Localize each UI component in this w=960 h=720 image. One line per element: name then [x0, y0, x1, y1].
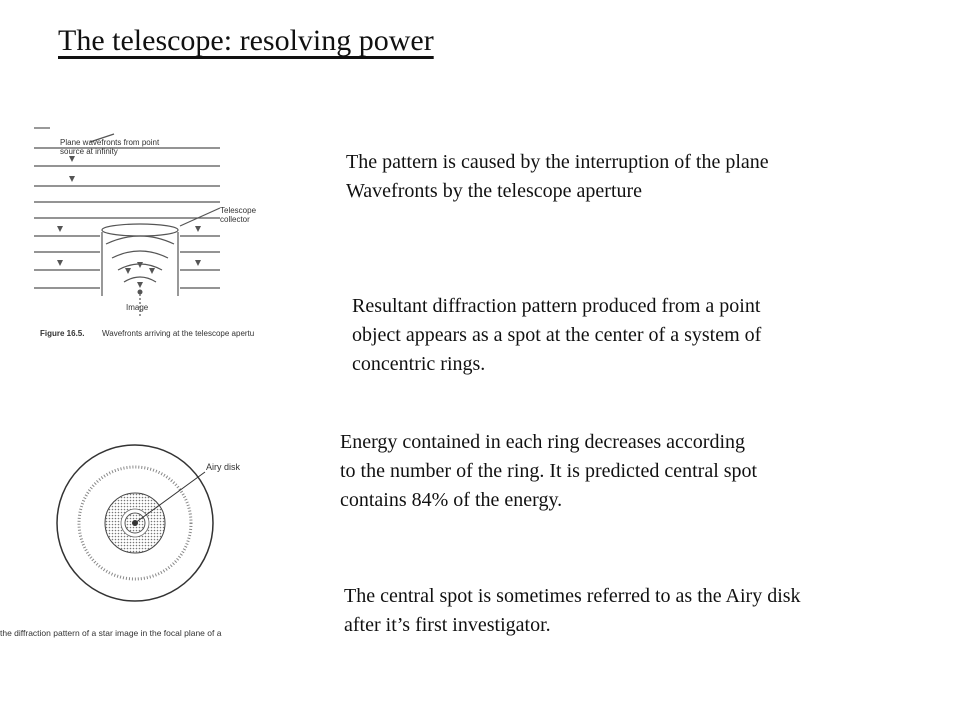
collector-label-line1: Telescope [220, 206, 257, 215]
wavefront-label-line2: source at infinity [60, 147, 118, 156]
paragraph-line: after it’s first investigator. [344, 614, 551, 636]
collector-label-line2: collector [220, 215, 250, 224]
paragraph-line: contains 84% of the energy. [340, 489, 563, 511]
paragraph-line: to the number of the ring. It is predict… [340, 460, 758, 482]
airy-disk-label: Airy disk [206, 462, 241, 472]
paragraph-diffraction-pattern: Resultant diffraction pattern produced f… [352, 292, 761, 379]
figure2-caption: the diffraction pattern of a star image … [0, 628, 222, 638]
paragraph-airy-disk: The central spot is sometimes referred t… [344, 582, 801, 640]
wavefront-label-line1: Plane wavefronts from point [60, 138, 160, 147]
paragraph-line: The central spot is sometimes referred t… [344, 585, 801, 607]
paragraph-line: Resultant diffraction pattern produced f… [352, 295, 761, 317]
paragraph-line: The pattern is caused by the interruptio… [346, 151, 769, 173]
paragraph-wavefront-interruption: The pattern is caused by the interruptio… [346, 148, 769, 206]
paragraph-line: Energy contained in each ring decreases … [340, 431, 745, 453]
slide-title: The telescope: resolving power [58, 24, 434, 57]
paragraph-ring-energy: Energy contained in each ring decreases … [340, 428, 757, 515]
image-label: Image [126, 303, 149, 312]
paragraph-line: object appears as a spot at the center o… [352, 324, 762, 346]
figure1-caption-text: Wavefronts arriving at the telescope ape… [102, 329, 254, 338]
paragraph-line: Wavefronts by the telescope aperture [346, 180, 643, 202]
airy-pattern-figure: Airy disk the diffraction pattern of a s… [0, 444, 241, 638]
figure1-caption-number: Figure 16.5. [40, 329, 84, 338]
paragraph-line: concentric rings. [352, 353, 486, 375]
wavefront-figure: Plane wavefronts from point source at in… [34, 127, 257, 338]
